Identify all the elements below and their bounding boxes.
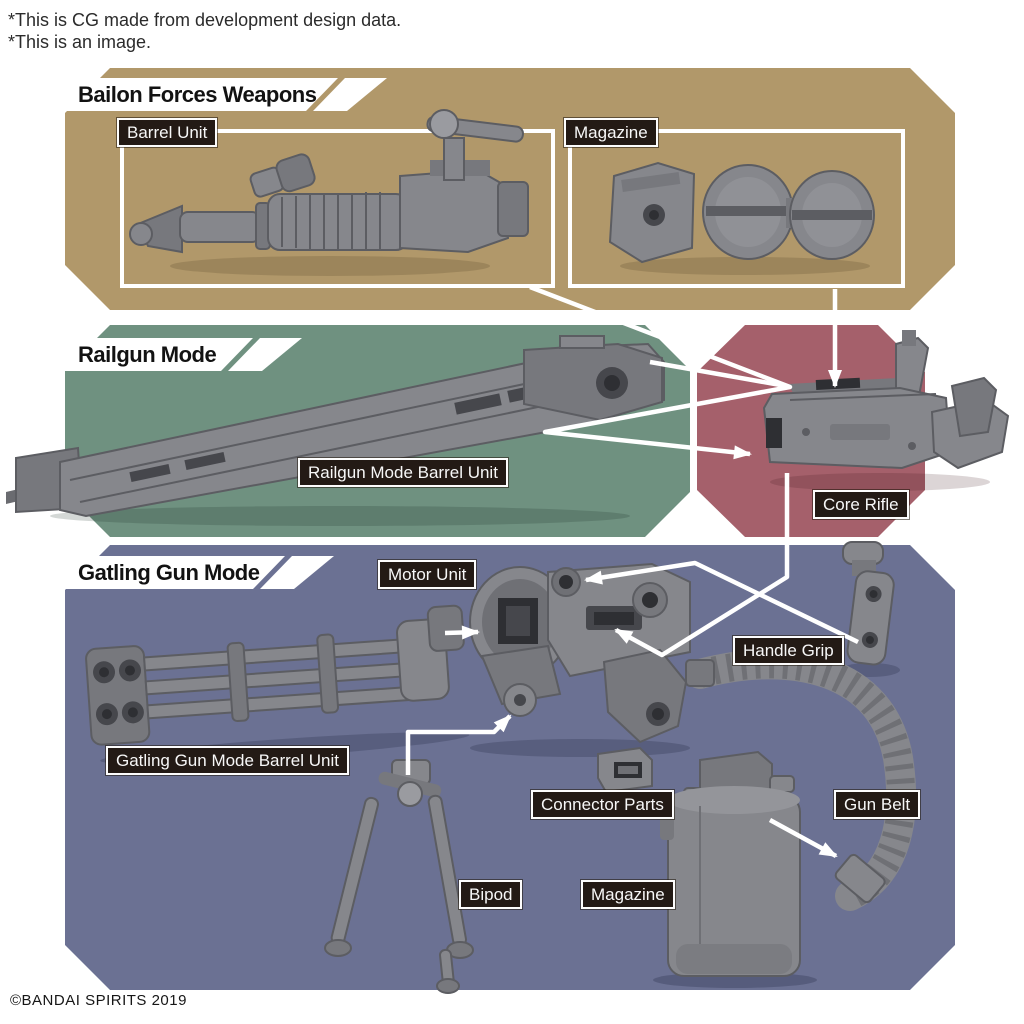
label-handle-grip: Handle Grip <box>733 636 844 665</box>
label-gun-belt: Gun Belt <box>834 790 921 819</box>
label-railgun-mode-barrel-unit: Railgun Mode Barrel Unit <box>298 458 508 487</box>
barrel-unit-box-outline <box>120 129 555 288</box>
arrow-bipod-to-motorunit <box>405 714 512 775</box>
handle-grip-part <box>840 541 900 677</box>
line-railgun-to-junction <box>649 359 787 389</box>
disclaimer-text: *This is CG made from development design… <box>8 9 401 53</box>
label-connector-parts: Connector Parts <box>531 790 674 819</box>
motor-unit-part <box>469 562 691 757</box>
magazine-parts-top <box>608 161 875 275</box>
label-gatling-gun-mode-barrel-unit: Gatling Gun Mode Barrel Unit <box>106 746 349 775</box>
banner-shapes <box>65 78 387 589</box>
disclaimer-line-2: *This is an image. <box>8 32 152 52</box>
gatling-barrel-part <box>85 604 470 764</box>
magazine-box-outline <box>568 129 905 288</box>
label-motor-unit: Motor Unit <box>378 560 477 589</box>
section-title-railgun-mode: Railgun Mode <box>78 342 217 367</box>
arrow-magazine-to-gunbelt <box>768 818 838 858</box>
arrow-barrelbox-to-corerifle <box>529 284 793 460</box>
copyright-text: ©BANDAI SPIRITS 2019 <box>10 992 187 1009</box>
arrow-handlegrip-to-motorunit <box>584 560 859 645</box>
arrow-corerifle-to-motorunit <box>614 473 790 658</box>
label-magazine-bottom: Magazine <box>581 880 675 909</box>
label-bipod: Bipod <box>459 880 523 909</box>
connector-parts-part <box>597 746 653 794</box>
label-barrel-unit: Barrel Unit <box>117 118 218 147</box>
barrel-unit-part <box>129 109 529 276</box>
label-magazine-top: Magazine <box>564 118 658 147</box>
section-title-gatling-gun-mode: Gatling Gun Mode <box>78 560 260 585</box>
arrow-gatlingbarrel-to-motorunit <box>444 625 480 640</box>
bipod-part <box>324 759 474 994</box>
core-rifle-part <box>762 330 1010 491</box>
railgun-barrel-part <box>6 335 665 526</box>
section-title-bailon-forces-weapons: Bailon Forces Weapons <box>78 82 317 107</box>
label-core-rifle: Core Rifle <box>813 490 909 519</box>
disclaimer-line-1: *This is CG made from development design… <box>8 10 402 30</box>
connector-arrows <box>405 284 859 858</box>
